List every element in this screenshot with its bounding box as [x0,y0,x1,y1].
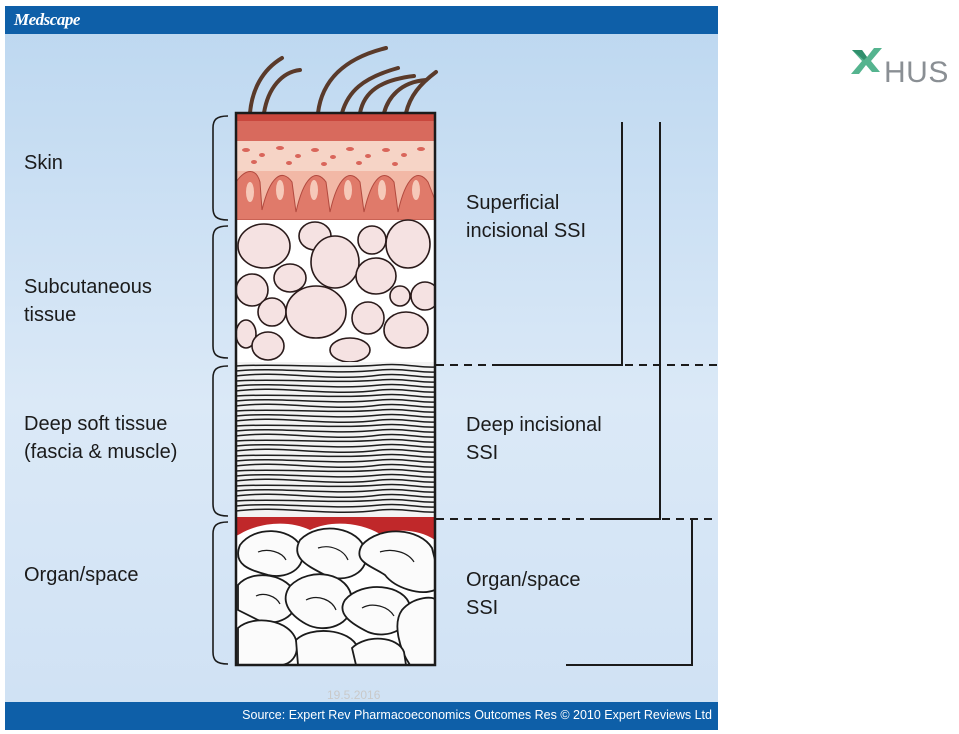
muscle-fiber [236,493,435,499]
muscle-fiber [236,443,435,448]
hair-icon [248,46,438,115]
muscle-fiber [236,383,435,388]
skin-brace [212,115,229,221]
muscle-fiber [236,473,435,478]
layer-label-skin: Skin [24,149,63,177]
label-line: SSI [466,597,499,619]
layer-label-organ: Organ/space [24,561,139,589]
deep-soft-tissue-layer [236,362,435,517]
label-line: Organ/space [24,564,139,586]
slide-date: 19.5.2016 [327,688,381,702]
ssi-label-deep: Deep incisional SSI [466,411,602,467]
tissue-column-outline [234,111,437,667]
muscle-fiber [236,483,435,488]
footer-bar: Source: Expert Rev Pharmacoeconomics Out… [5,702,718,730]
muscle-fiber [236,363,435,368]
organ-brace [212,521,229,665]
layer-label-deep: Deep soft tissue (fascia & muscle) [24,410,177,466]
ssi-label-organ: Organ/space SSI [466,566,581,622]
muscle-fiber [236,453,435,458]
muscle-fiber [236,408,435,413]
label-line: SSI [466,442,499,464]
superficial-bracket [495,122,623,366]
hus-cross-icon [851,48,882,74]
muscle-fiber [236,423,435,428]
label-line: incisional SSI [466,220,587,242]
subcutaneous-layer [236,219,435,363]
label-line: (fascia & muscle) [24,441,178,463]
skin-layer [236,113,435,221]
muscle-fiber [236,468,435,473]
layer-label-subcutaneous: Subcutaneous tissue [24,273,152,329]
muscle-fiber [236,388,435,394]
muscle-fiber [236,438,435,443]
medscape-logo: Medscape [14,10,80,29]
muscle-fiber [236,413,435,418]
muscle-fiber [236,508,435,514]
ssi-brackets [495,122,693,666]
label-line: Organ/space [466,569,581,591]
muscle-fiber [236,498,435,503]
label-line: Skin [24,152,63,174]
muscle-fiber [236,373,435,379]
source-citation: Source: Expert Rev Pharmacoeconomics Out… [242,708,712,722]
organ-bracket [566,519,693,666]
ssi-label-superficial: Superficial incisional SSI [466,189,586,245]
organ-space-layer [236,517,435,665]
muscle-fiber [236,418,435,424]
muscle-fiber [236,428,435,433]
deep-brace [212,365,229,517]
hus-logo: HUS [850,46,956,92]
muscle-fiber [236,448,435,454]
muscle-fiber [236,403,435,409]
muscle-fiber [236,433,435,439]
level-dashes [436,364,718,520]
muscle-fiber [236,488,435,493]
muscle-fiber [236,398,435,403]
muscle-fiber [236,393,435,398]
header-bar: Medscape [5,6,718,34]
deep-bracket [595,122,661,520]
label-line: Subcutaneous [24,276,152,298]
label-line: Superficial [466,192,560,214]
muscle-fiber [236,503,435,508]
muscle-fiber [236,463,435,469]
muscle-fiber [236,378,435,383]
label-line: tissue [24,304,77,326]
label-line: Deep incisional [466,414,602,436]
muscle-fiber [236,458,435,463]
label-line: Deep soft tissue [24,413,168,435]
subcutaneous-brace [212,225,229,359]
muscle-fiber [236,478,435,484]
layer-braces [212,115,229,665]
muscle-fiber [236,368,435,373]
hus-logo-text: HUS [884,56,949,89]
